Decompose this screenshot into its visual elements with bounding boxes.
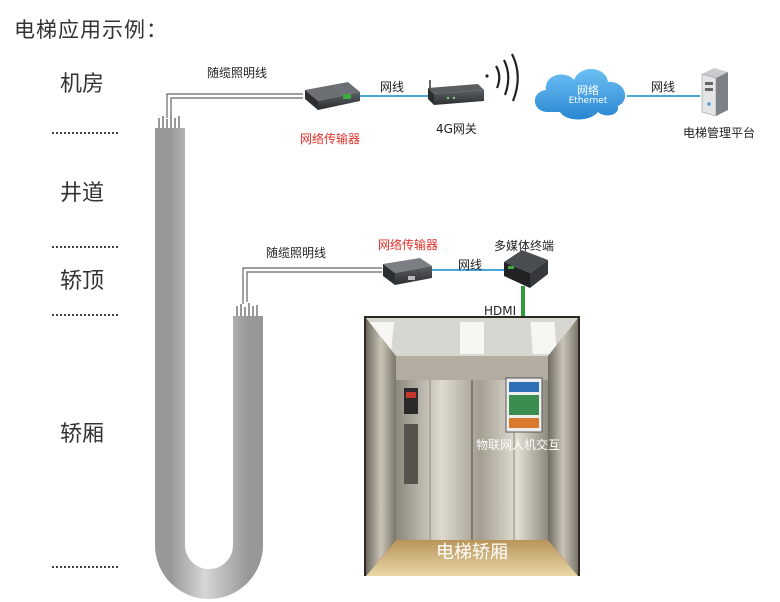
label-cloud-ethernet: Ethernet: [568, 96, 608, 106]
lighting-wire-top: [166, 93, 303, 118]
media-terminal-device: [504, 250, 548, 288]
label-traveling-cable-mid: 随缆照明线: [266, 246, 327, 260]
wireless-signal-icon: [485, 53, 519, 102]
label-media-terminal: 多媒体终端: [494, 239, 555, 253]
net-cable: [360, 95, 700, 271]
label-hdmi: HDMI: [484, 304, 517, 318]
label-net-transmitter-mid: 网络传输器: [378, 238, 439, 252]
cloud-icon: [534, 68, 626, 120]
zone-divider: [52, 132, 118, 134]
label-gateway-4g: 4G网关: [436, 122, 477, 136]
label-elevator-car: 电梯轿厢: [436, 542, 508, 563]
zone-divider: [52, 246, 118, 248]
server-icon: [701, 68, 728, 117]
label-iot-hmi: 物联网人机交互: [476, 438, 561, 452]
net-transmitter-mid-device: [383, 258, 432, 285]
label-traveling-cable-top: 随缆照明线: [207, 66, 268, 80]
zone-label-car: 轿厢: [60, 422, 105, 447]
label-net-transmitter-top: 网络传输器: [300, 132, 361, 146]
gateway-4g-device: [428, 80, 484, 105]
label-cloud-network: 网络: [577, 84, 599, 97]
zone-label-car-top: 轿顶: [60, 269, 105, 294]
label-net-cable-3: 网线: [458, 258, 483, 272]
zone-label-shaft: 井道: [60, 181, 105, 206]
net-transmitter-top-device: [305, 82, 360, 110]
label-net-cable-1: 网线: [380, 80, 405, 94]
traveling-cable: [155, 115, 263, 599]
label-platform: 电梯管理平台: [683, 126, 756, 140]
lighting-wire-mid: [242, 267, 382, 304]
label-net-cable-2: 网线: [651, 80, 676, 94]
zone-divider: [52, 314, 118, 316]
elevator-car-photo: [364, 316, 580, 576]
zone-divider: [52, 566, 118, 568]
zone-label-machine-room: 机房: [60, 72, 105, 97]
page-title: 电梯应用示例：: [14, 18, 168, 42]
